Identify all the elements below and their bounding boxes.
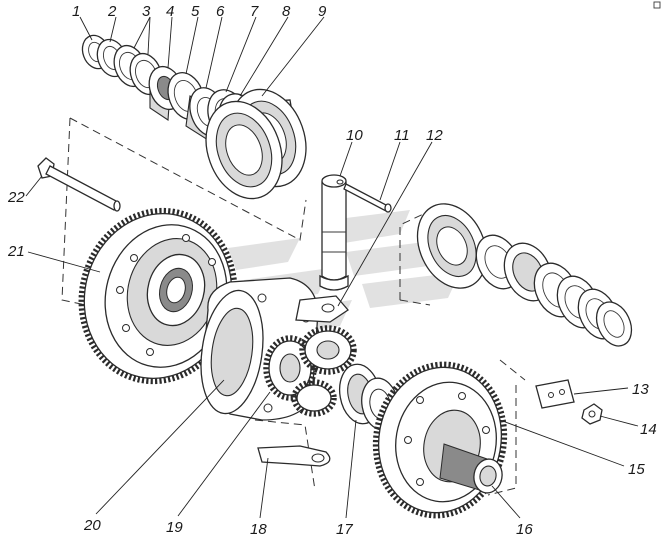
part-9-bearing [205, 88, 307, 200]
part-10-pin-shaft [319, 174, 349, 291]
callout-9: 9 [318, 3, 327, 20]
callout-1: 1 [72, 3, 80, 20]
right-bearing-stack [416, 203, 633, 347]
callout-2: 2 [107, 3, 117, 20]
callout-17: 17 [336, 521, 353, 538]
part-21-crown-gear [78, 207, 238, 385]
callout-5: 5 [191, 3, 200, 20]
top-shaft-stack [81, 34, 307, 200]
callout-15: 15 [628, 461, 645, 478]
callout-6: 6 [216, 3, 225, 20]
part-13-plate [535, 379, 575, 409]
callout-8: 8 [282, 3, 291, 20]
callout-16: 16 [516, 521, 533, 538]
callout-20: 20 [83, 517, 101, 534]
callout-3: 3 [142, 3, 151, 20]
part-11-cotter-pin [343, 183, 392, 213]
callout-labels: 1 2 3 4 5 6 7 8 9 10 11 12 13 14 15 16 1… [7, 3, 657, 538]
part-16-splined-shaft [439, 443, 503, 494]
part-15-driven-gear [372, 361, 508, 519]
callout-18: 18 [250, 521, 267, 538]
callout-11: 11 [394, 127, 410, 144]
callout-7: 7 [250, 3, 259, 20]
callout-14: 14 [640, 421, 657, 438]
corner-marker [653, 1, 661, 9]
leader-lines [25, 16, 639, 519]
part-20-housing [200, 277, 319, 421]
part-12-spider-gears [263, 295, 357, 417]
callout-19: 19 [166, 519, 183, 536]
callout-22: 22 [7, 189, 25, 206]
callout-12: 12 [426, 127, 443, 144]
part-18-lock-plate [257, 445, 331, 467]
callout-4: 4 [166, 3, 174, 20]
part-22-bolt [37, 157, 121, 212]
callout-13: 13 [632, 381, 649, 398]
callout-21: 21 [7, 243, 25, 260]
part-14-nut [581, 403, 603, 425]
callout-10: 10 [346, 127, 363, 144]
